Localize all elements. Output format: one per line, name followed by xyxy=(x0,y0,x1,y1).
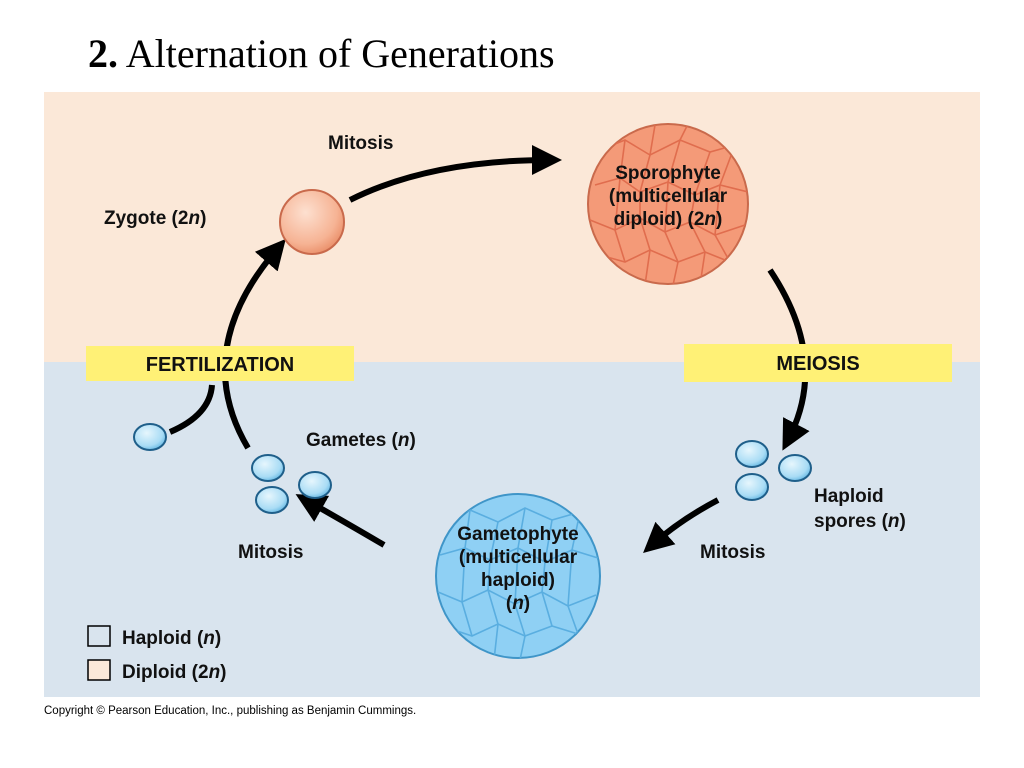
legend-diploid-swatch xyxy=(87,659,111,681)
meiosis-band xyxy=(684,344,952,382)
gametes-cluster xyxy=(251,454,332,514)
gametes-label: Gametes (n) xyxy=(306,430,416,451)
legend: Haploid (n) Diploid (2n) xyxy=(87,625,227,683)
zygote-label: Zygote (2n) xyxy=(104,208,206,229)
mitosis-right-label: Mitosis xyxy=(700,542,765,563)
svg-text:haploid): haploid) xyxy=(481,570,555,591)
title-number: 2. xyxy=(88,31,118,76)
title-text: Alternation of Generations xyxy=(125,31,555,76)
svg-text:(multicellular: (multicellular xyxy=(609,186,728,207)
legend-diploid-label: Diploid (2n) xyxy=(122,662,227,683)
mitosis-top-label: Mitosis xyxy=(328,133,393,154)
svg-text:Sporophyte: Sporophyte xyxy=(615,163,721,184)
arrow-spores-to-gametophyte xyxy=(643,497,720,553)
haploid-spores-cluster xyxy=(735,440,812,501)
arrow-zygote-to-sporophyte xyxy=(348,145,562,203)
legend-haploid-label: Haploid (n) xyxy=(122,628,221,649)
gametophyte-label: Gametophyte (multicellular haploid) (n) xyxy=(457,524,578,614)
sporophyte-cell xyxy=(587,123,749,285)
meiosis-label: MEIOSIS xyxy=(776,353,859,375)
arrow-single-gamete-join xyxy=(168,384,215,435)
haploid-spores-label: Haploid spores (n) xyxy=(814,486,906,532)
svg-text:diploid) (2n): diploid) (2n) xyxy=(614,209,723,230)
svg-text:Haploid: Haploid xyxy=(814,486,884,507)
diploid-background xyxy=(44,92,980,362)
fertilization-label: FERTILIZATION xyxy=(146,354,295,376)
svg-text:spores (n): spores (n) xyxy=(814,511,906,532)
svg-text:Gametophyte: Gametophyte xyxy=(457,524,578,545)
gametophyte-cell xyxy=(435,493,601,659)
svg-text:(n): (n) xyxy=(506,593,530,614)
zygote-cell xyxy=(279,189,345,255)
slide-title: 2. Alternation of Generations xyxy=(88,34,555,74)
copyright-notice: Copyright © Pearson Education, Inc., pub… xyxy=(44,705,417,717)
single-gamete-cell xyxy=(133,423,167,451)
fertilization-band xyxy=(86,346,354,381)
svg-text:(multicellular: (multicellular xyxy=(459,547,578,568)
arrow-gametophyte-to-gametes xyxy=(295,494,386,548)
legend-haploid-swatch xyxy=(87,625,111,647)
mitosis-left-label: Mitosis xyxy=(238,542,303,563)
sporophyte-label: Sporophyte (multicellular diploid) (2n) xyxy=(609,163,728,230)
